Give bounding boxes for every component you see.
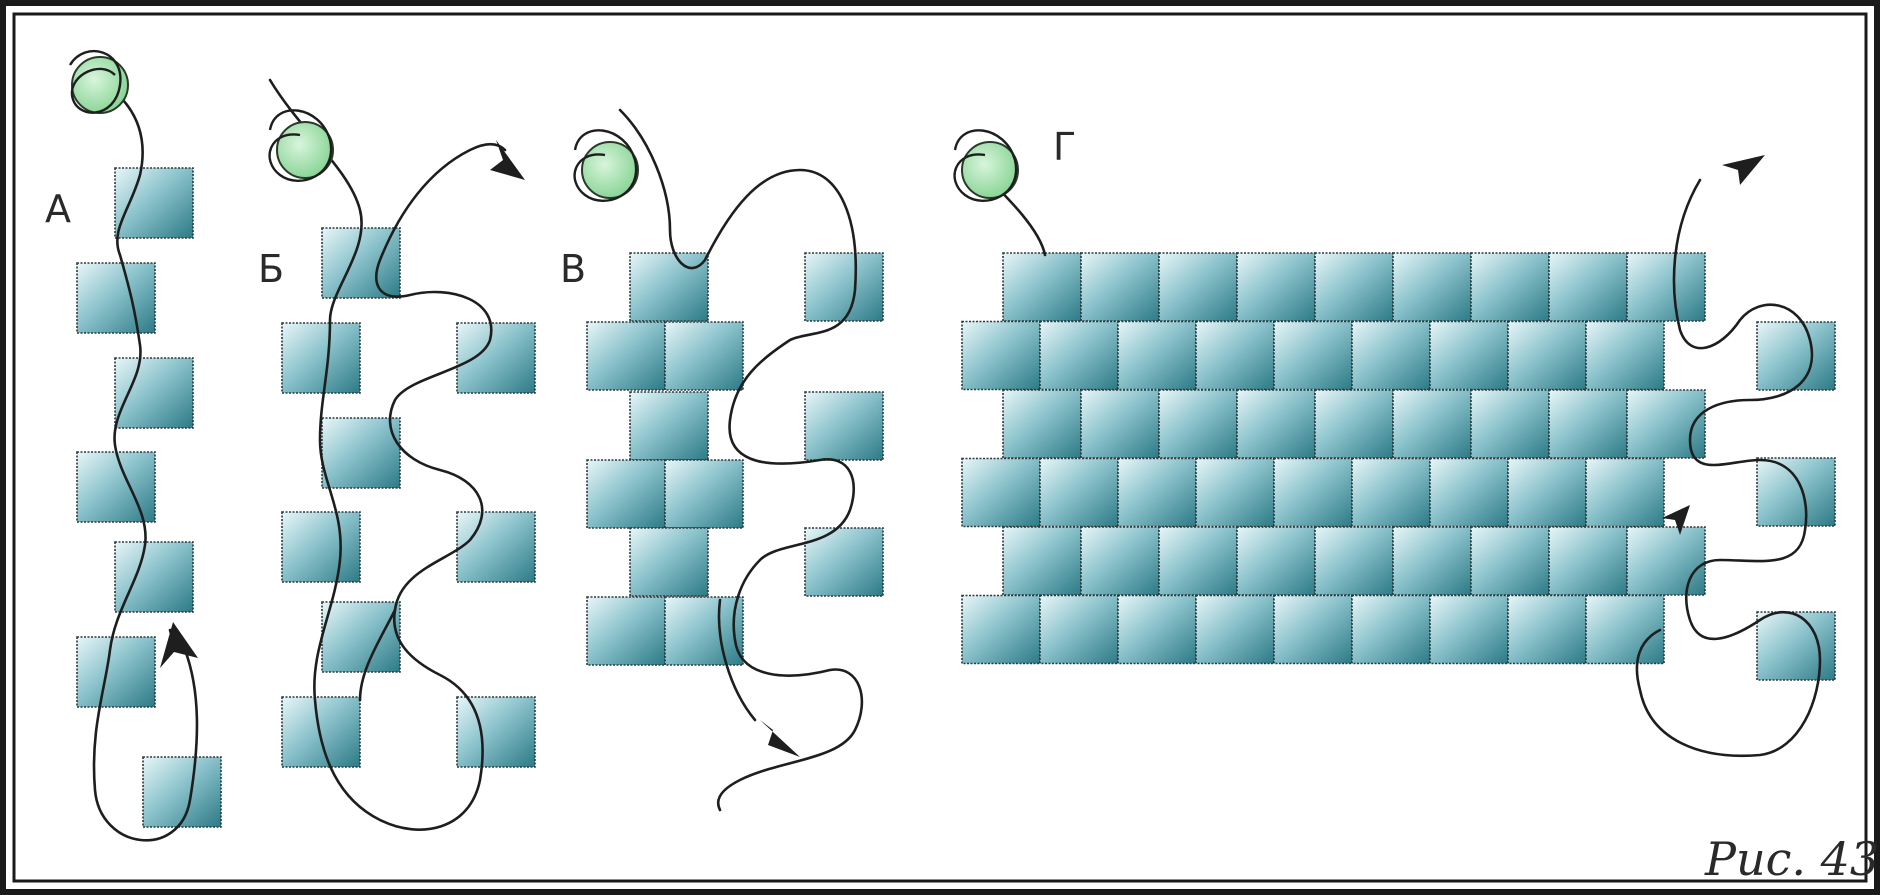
panel-label-b: Б [258, 247, 284, 291]
bead [457, 697, 535, 767]
bead [1508, 322, 1586, 390]
bead [1040, 596, 1118, 664]
bead [1081, 527, 1159, 595]
bead [1352, 459, 1430, 527]
bead [587, 597, 665, 665]
bead [1315, 253, 1393, 321]
bead [1003, 527, 1081, 595]
bead [77, 637, 155, 707]
bead [282, 697, 360, 767]
bead [1352, 596, 1430, 664]
bead [322, 418, 400, 488]
bead [457, 323, 535, 393]
bead [1757, 322, 1835, 390]
bead [1118, 459, 1196, 527]
bead [1118, 322, 1196, 390]
panel-label-a: А [45, 187, 71, 231]
bead [1003, 253, 1081, 321]
bead [1549, 253, 1627, 321]
bead [1040, 459, 1118, 527]
bead [1393, 527, 1471, 595]
bead [1081, 253, 1159, 321]
bead [1274, 596, 1352, 664]
bead [630, 253, 708, 321]
panel-label-g: Г [1053, 125, 1076, 169]
bead [805, 253, 883, 321]
bead [282, 323, 360, 393]
bead [1508, 459, 1586, 527]
panel-label-v: В [560, 247, 586, 291]
bead [1471, 253, 1549, 321]
bead [1237, 253, 1315, 321]
bead [1003, 390, 1081, 458]
bead [630, 528, 708, 596]
bead [1237, 527, 1315, 595]
bead [1393, 390, 1471, 458]
bead [1627, 253, 1705, 321]
bead [962, 459, 1040, 527]
bead [1196, 459, 1274, 527]
bead [962, 322, 1040, 390]
bead [1118, 596, 1196, 664]
bead [115, 168, 193, 238]
bead [587, 460, 665, 528]
bead [805, 392, 883, 460]
bead [115, 542, 193, 612]
bead [1274, 459, 1352, 527]
bead [1549, 390, 1627, 458]
bead [1159, 527, 1237, 595]
bead [1430, 596, 1508, 664]
bead [1352, 322, 1430, 390]
bead [77, 452, 155, 522]
figure-caption: Рис. 43 [1704, 832, 1879, 886]
bead [1586, 322, 1664, 390]
bead [1586, 596, 1664, 664]
bead [1159, 253, 1237, 321]
bead [1315, 527, 1393, 595]
bead [457, 512, 535, 582]
bead [77, 263, 155, 333]
bead [1430, 459, 1508, 527]
bead [665, 460, 743, 528]
bead [1393, 253, 1471, 321]
bead [1508, 596, 1586, 664]
bead [665, 597, 743, 665]
bead [1040, 322, 1118, 390]
bead [1471, 390, 1549, 458]
bead [1159, 390, 1237, 458]
bead [1757, 458, 1835, 526]
bead [1430, 322, 1508, 390]
bead [1471, 527, 1549, 595]
bead [143, 757, 221, 827]
bead [115, 358, 193, 428]
bead [1274, 322, 1352, 390]
bead [1237, 390, 1315, 458]
bead [282, 512, 360, 582]
bead [587, 322, 665, 390]
bead [1081, 390, 1159, 458]
bead [1586, 459, 1664, 527]
bead [1196, 322, 1274, 390]
bead [665, 322, 743, 390]
bead [1315, 390, 1393, 458]
bead [1196, 596, 1274, 664]
bead [1757, 612, 1835, 680]
bead [1627, 527, 1705, 595]
bead [962, 596, 1040, 664]
bead [322, 602, 400, 672]
bead [1549, 527, 1627, 595]
bead [630, 392, 708, 460]
